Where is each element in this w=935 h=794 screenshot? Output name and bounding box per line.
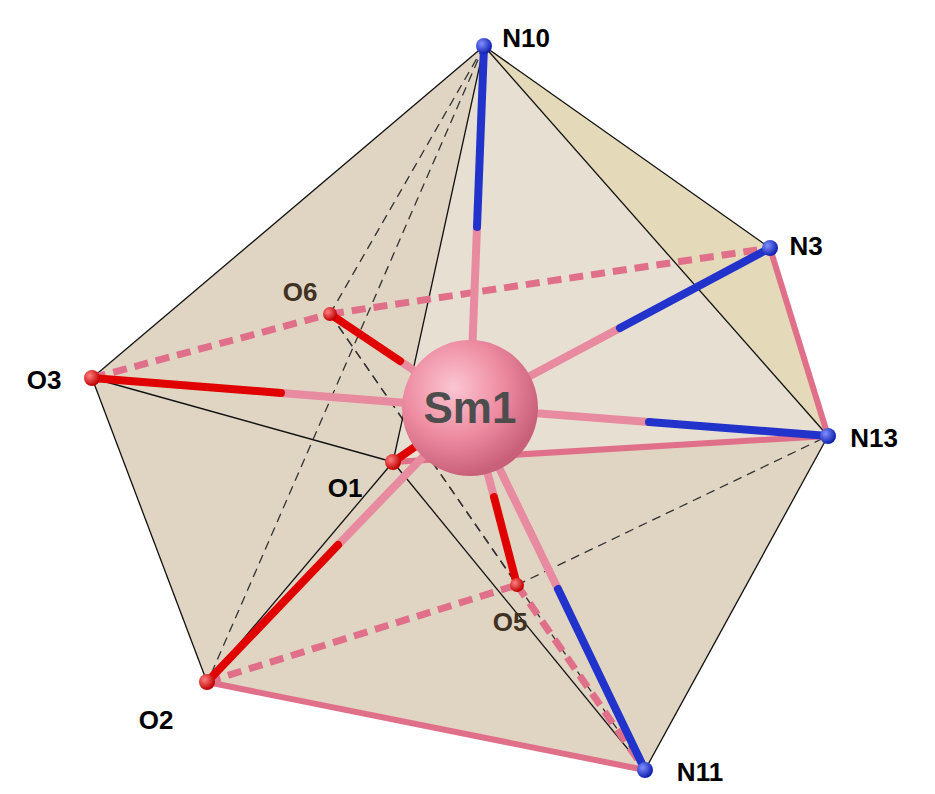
atom-label: N11 (677, 757, 723, 788)
atom-label: N10 (502, 23, 550, 54)
atom-label: Sm1 (424, 383, 517, 433)
atoms (84, 38, 836, 778)
metal-bonds (92, 46, 828, 770)
atom-label: O5 (493, 607, 528, 638)
atom-label: O2 (139, 705, 174, 736)
atom-label: O1 (328, 473, 363, 504)
polyhedron-face (393, 46, 828, 462)
metal-atom: Sm1 (401, 339, 539, 477)
atom-label: N13 (850, 423, 898, 454)
atom-label: O6 (283, 277, 318, 308)
polyhedron-edges (92, 46, 828, 770)
back-contacts (92, 248, 770, 770)
ligand-contacts (207, 248, 828, 770)
atom-label: O3 (27, 365, 62, 396)
polyhedron-face (92, 46, 828, 770)
atom-label: N3 (789, 231, 822, 262)
